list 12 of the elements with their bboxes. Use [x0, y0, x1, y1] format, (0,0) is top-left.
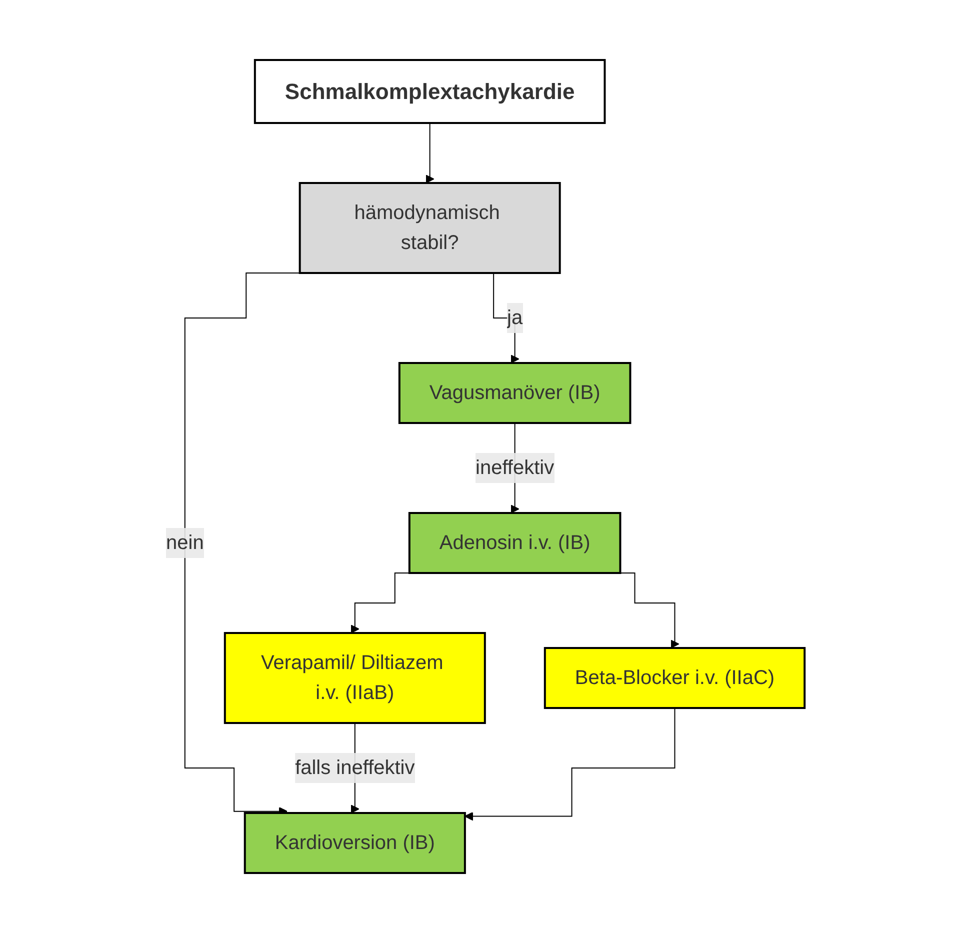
arrow: [464, 708, 676, 821]
edge-label: nein: [166, 532, 204, 554]
node-box: Kardioversion (IB): [244, 812, 466, 874]
node-box: Schmalkomplextachykardie: [254, 59, 606, 124]
node-box: Vagusmanöver (IB): [398, 362, 632, 424]
edge-label: falls ineffektiv: [295, 757, 415, 779]
node-box: Verapamil/ Diltiazem i.v. (IIaB): [224, 632, 486, 724]
node-box: Beta-Blocker i.v. (IIaC): [544, 647, 806, 709]
node-box: Adenosin i.v. (IB): [408, 512, 622, 574]
node-box: hämodynamisch stabil?: [299, 182, 562, 274]
arrow: [426, 122, 434, 184]
edge-label: ineffektiv: [476, 457, 554, 479]
